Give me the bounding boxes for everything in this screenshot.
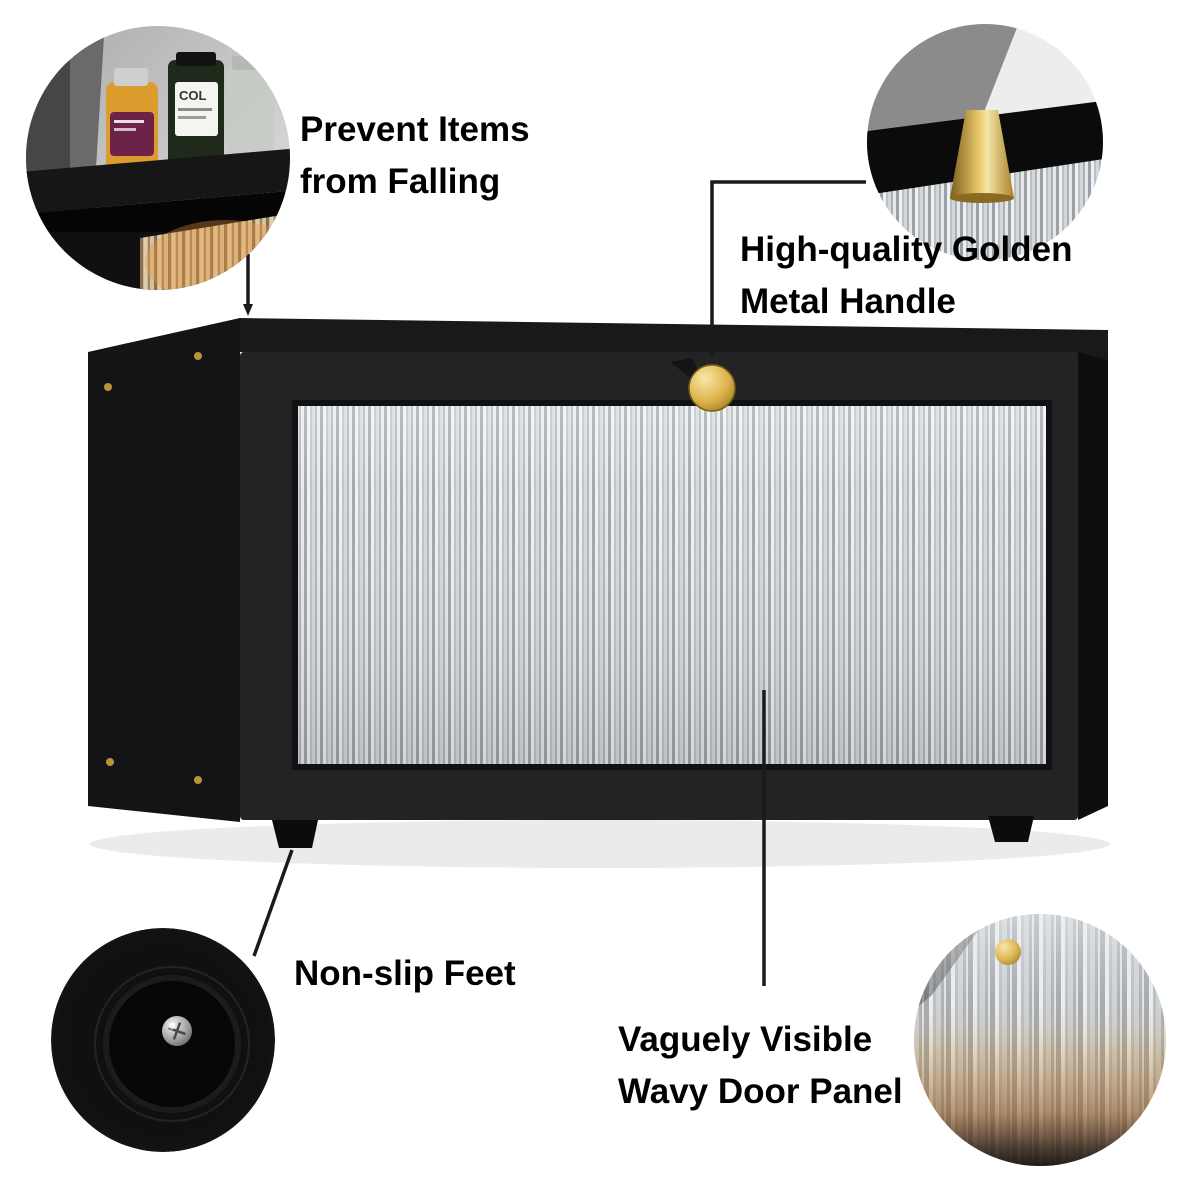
floor-shadow (90, 820, 1110, 868)
golden-cone-handle (950, 110, 1014, 198)
knob-through-glass (995, 939, 1021, 965)
leader-line-handle (710, 180, 866, 356)
bottle-label-text: COL (179, 88, 207, 103)
label-line: Vaguely Visible (618, 1020, 873, 1059)
inset-prevent-falling: COL (26, 26, 290, 290)
inset-nonslip-feet (51, 928, 275, 1152)
label-line: Non-slip Feet (294, 954, 516, 993)
glass-sheen (298, 406, 1046, 764)
cabinet-top-lip (240, 318, 1108, 362)
cabinet-foot-left (272, 820, 318, 848)
label-line: Prevent Items (300, 110, 530, 149)
feature-label-nonslip-feet: Non-slip Feet (294, 948, 516, 1000)
inset-wavy-panel (914, 914, 1166, 1166)
label-line: High-quality Golden (740, 230, 1073, 269)
cabinet-foot-right (988, 816, 1034, 842)
feature-label-golden-handle: High-quality Golden Metal Handle (740, 224, 1072, 328)
golden-handle-knob (688, 364, 736, 412)
cabinet-right-edge (1078, 352, 1108, 820)
cabinet (88, 318, 1108, 848)
leader-lines (243, 180, 866, 986)
cabinet-left-panel (88, 318, 240, 822)
feature-label-wavy-panel: Vaguely Visible Wavy Door Panel (618, 1014, 903, 1118)
cabinet-screws (104, 352, 202, 784)
leader-arrow-prevent (243, 304, 253, 316)
label-line: from Falling (300, 162, 501, 201)
leader-line-feet (252, 849, 294, 957)
label-line: Wavy Door Panel (618, 1072, 903, 1111)
label-line: Metal Handle (740, 282, 956, 321)
feature-label-prevent-falling: Prevent Items from Falling (300, 104, 530, 208)
